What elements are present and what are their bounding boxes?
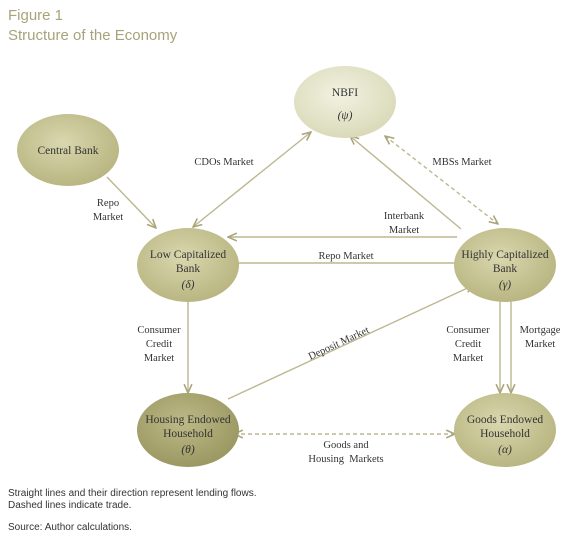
node-central-bank: Central Bank <box>17 114 119 186</box>
low-bank-symbol: (δ) <box>181 279 194 291</box>
repo-cb-label-2: Market <box>93 212 123 223</box>
goods-household-label-2: Household <box>480 428 530 440</box>
interbank-label-1: Interbank <box>384 211 425 222</box>
deposit-market-label: Deposit Market <box>307 325 371 363</box>
goods-household-symbol: (α) <box>498 444 512 456</box>
repo-banks-label: Repo Market <box>318 251 373 262</box>
high-bank-label-1: Highly Capitalized <box>461 249 548 261</box>
deposit-market-line <box>227 285 474 400</box>
low-bank-label-1: Low Capitalized <box>150 249 227 261</box>
goods-housing-label-1: Goods and <box>323 440 369 451</box>
mbss-market-line <box>385 136 498 224</box>
goods-housing-label-2: Housing Markets <box>308 454 383 465</box>
figure-title: Structure of the Economy <box>8 27 178 44</box>
repo-cb-line <box>106 176 156 228</box>
high-bank-symbol: (γ) <box>499 279 511 291</box>
consumer-high-label-1: Consumer <box>446 325 490 336</box>
housing-household-label-1: Housing Endowed <box>145 414 231 426</box>
node-highly-capitalized-bank: Highly Capitalized Bank (γ) <box>454 228 556 302</box>
note-dashed-lines: Dashed lines indicate trade. <box>8 500 132 511</box>
mbss-market-label: MBSs Market <box>432 157 491 168</box>
node-nbfi: NBFI (ψ) <box>294 66 396 138</box>
edges <box>106 132 511 434</box>
goods-household-label-1: Goods Endowed <box>467 414 544 426</box>
cdos-market-label: CDOs Market <box>194 157 253 168</box>
repo-cb-label-1: Repo <box>97 198 119 209</box>
housing-household-label-2: Household <box>163 428 213 440</box>
interbank-nbfi-line <box>350 136 462 230</box>
housing-household-symbol: (θ) <box>181 444 194 456</box>
interbank-label-2: Market <box>389 225 419 236</box>
low-bank-label-2: Bank <box>176 263 201 275</box>
note-lending-flows: Straight lines and their direction repre… <box>8 488 257 499</box>
figure-label: Figure 1 <box>8 7 64 24</box>
consumer-high-label-3: Market <box>453 353 483 364</box>
node-goods-endowed-household: Goods Endowed Household (α) <box>454 393 556 467</box>
central-bank-label: Central Bank <box>38 145 99 157</box>
consumer-low-label-3: Market <box>144 353 174 364</box>
source-note: Source: Author calculations. <box>8 522 132 533</box>
mortgage-label-1: Mortgage <box>520 325 561 336</box>
consumer-low-label-1: Consumer <box>137 325 181 336</box>
node-housing-endowed-household: Housing Endowed Household (θ) <box>137 393 239 467</box>
consumer-low-label-2: Credit <box>146 339 172 350</box>
high-bank-label-2: Bank <box>493 263 518 275</box>
nbfi-symbol: (ψ) <box>338 110 353 122</box>
cdos-market-line <box>193 132 311 227</box>
node-low-capitalized-bank: Low Capitalized Bank (δ) <box>137 228 239 302</box>
nbfi-label: NBFI <box>332 87 358 99</box>
consumer-high-label-2: Credit <box>455 339 481 350</box>
mortgage-label-2: Market <box>525 339 555 350</box>
